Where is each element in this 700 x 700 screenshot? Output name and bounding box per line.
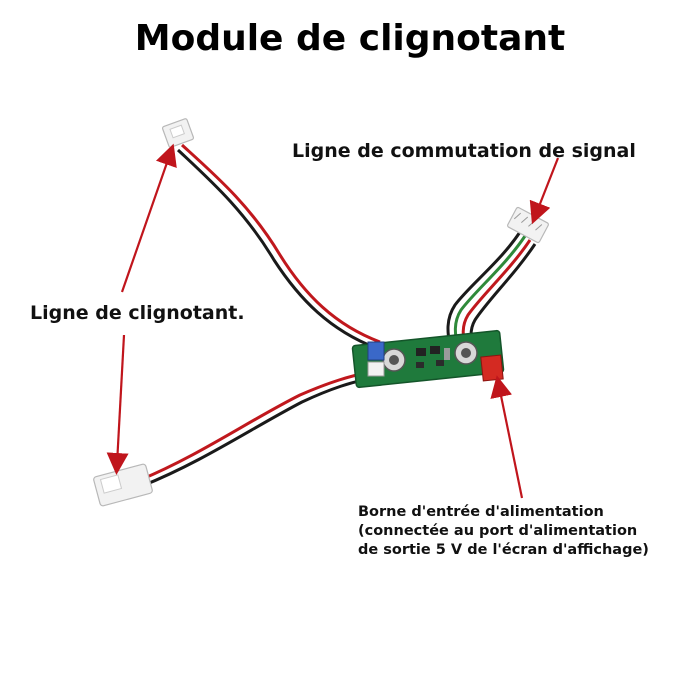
connector-signal [507,206,549,244]
arrow-power [490,375,524,499]
arrow-blinker-top [120,143,177,293]
wire-blinker-bottom [139,370,373,488]
arrow-signal [529,157,560,225]
label-power-line-1: Borne d'entrée d'alimentation [358,504,604,520]
label-power-line-3: de sortie 5 V de l'écran d'affichage) [358,542,649,558]
page-title: Module de clignotant [134,18,566,59]
pcb-board [351,329,505,389]
label-power-input: Borne d'entrée d'alimentation (connectée… [358,503,649,560]
label-power-line-2: (connectée au port d'alimentation [358,523,638,539]
wire-blinker-top [176,143,381,350]
label-blinker-line: Ligne de clignotant. [30,302,245,324]
connector-blinker-bottom [93,463,153,507]
arrow-blinker-bottom [106,334,129,475]
connector-blinker-top [161,118,195,148]
label-signal-switch: Ligne de commutation de signal [292,140,636,162]
